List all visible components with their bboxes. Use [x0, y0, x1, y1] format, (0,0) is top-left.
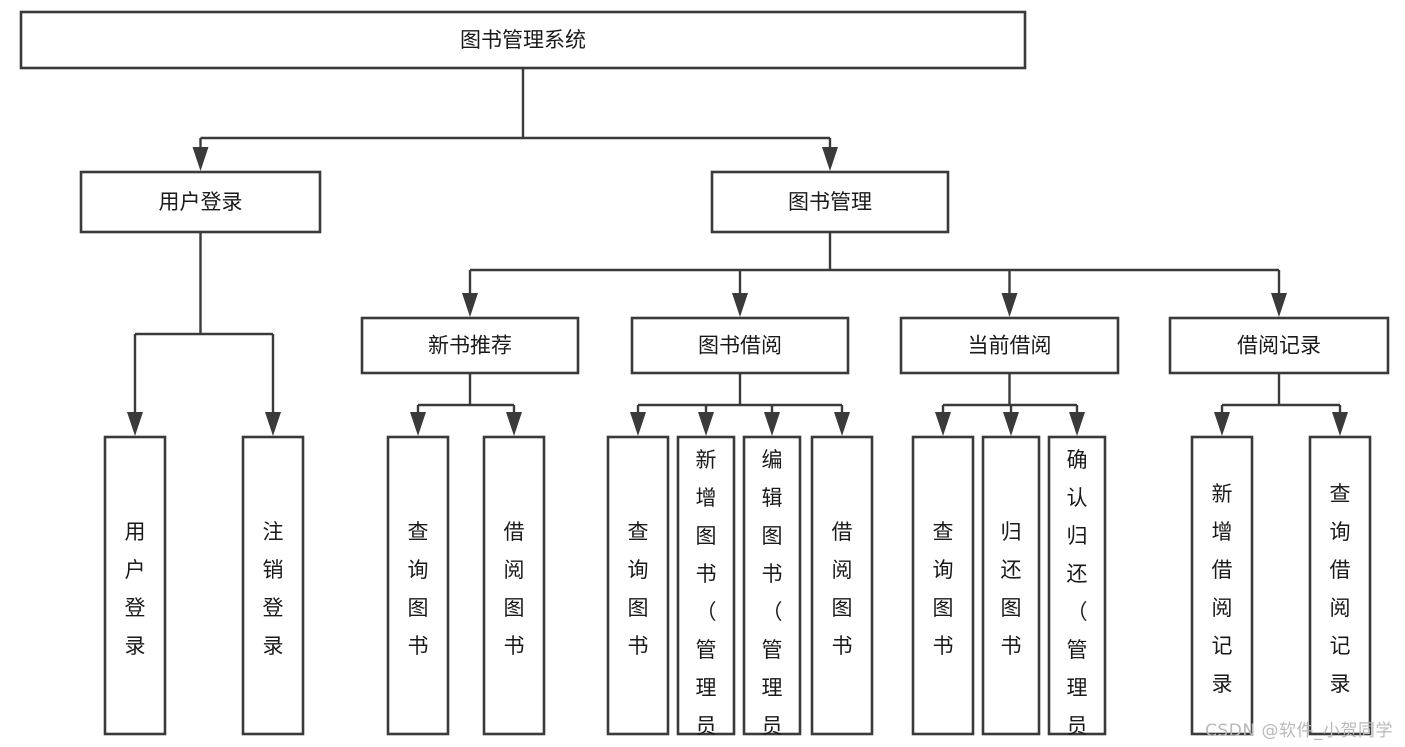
arrowhead-icon	[764, 412, 780, 436]
node-b3[interactable]: 编辑图书（管理员）	[742, 435, 802, 747]
node-box[interactable]	[810, 435, 874, 736]
node-label: 用户登录	[159, 190, 243, 214]
arrowhead-icon	[1003, 412, 1019, 436]
node-box[interactable]	[899, 316, 1120, 375]
arrowhead-icon	[732, 293, 748, 317]
node-label: 图书管理	[788, 190, 872, 214]
node-c3[interactable]: 确认归还（管理员）	[1047, 435, 1107, 747]
arrowhead-icon	[630, 412, 646, 436]
node-l1[interactable]: 用户登录	[103, 435, 167, 736]
node-label: 注销登录	[263, 520, 284, 658]
node-b2[interactable]: 新增图书（管理员）	[676, 435, 736, 747]
node-box[interactable]	[19, 10, 1027, 70]
watermark: CSDN @软件_小贺同学	[1205, 721, 1393, 741]
node-label: 新增图书（管理员）	[696, 448, 717, 747]
node-b4[interactable]: 借阅图书	[810, 435, 874, 736]
node-box[interactable]	[710, 170, 950, 234]
node-label: 借阅图书	[504, 520, 525, 658]
arrowhead-icon	[1332, 412, 1348, 436]
nodes-layer: 图书管理系统用户登录图书管理新书推荐图书借阅当前借阅借阅记录用户登录注销登录查询…	[19, 10, 1390, 747]
node-label: 编辑图书（管理员）	[762, 448, 783, 747]
node-curr[interactable]: 当前借阅	[899, 316, 1120, 375]
node-label: 查询借阅记录	[1330, 482, 1351, 696]
node-box[interactable]	[606, 435, 670, 736]
edges-layer	[127, 68, 1348, 436]
node-box[interactable]	[360, 316, 580, 375]
arrowhead-icon	[127, 412, 143, 436]
node-box[interactable]	[742, 435, 802, 736]
arrowhead-icon	[834, 412, 850, 436]
node-box[interactable]	[1047, 435, 1107, 736]
arrowhead-icon	[822, 147, 838, 171]
node-h2[interactable]: 查询借阅记录	[1308, 435, 1372, 736]
node-h1[interactable]: 新增借阅记录	[1190, 435, 1254, 736]
node-label: 新增借阅记录	[1212, 482, 1233, 696]
node-box[interactable]	[630, 316, 850, 375]
arrowhead-icon	[1271, 293, 1287, 317]
arrowhead-icon	[265, 412, 281, 436]
node-label: 查询图书	[933, 520, 954, 658]
node-n1[interactable]: 查询图书	[386, 435, 450, 736]
node-newrec[interactable]: 新书推荐	[360, 316, 580, 375]
node-label: 新书推荐	[428, 334, 512, 358]
node-label: 当前借阅	[968, 334, 1052, 358]
node-box[interactable]	[241, 435, 305, 736]
node-box[interactable]	[1168, 316, 1390, 375]
node-box[interactable]	[911, 435, 975, 736]
node-label: 查询图书	[408, 520, 429, 658]
edge-group-books	[462, 232, 1287, 317]
edge-group-borrow	[630, 373, 850, 436]
node-c2[interactable]: 归还图书	[981, 435, 1041, 736]
node-hist[interactable]: 借阅记录	[1168, 316, 1390, 375]
node-root[interactable]: 图书管理系统	[19, 10, 1027, 70]
arrowhead-icon	[1214, 412, 1230, 436]
node-c1[interactable]: 查询图书	[911, 435, 975, 736]
arrowhead-icon	[1001, 293, 1018, 317]
node-label: 图书借阅	[698, 334, 782, 358]
arrowhead-icon	[410, 412, 426, 436]
node-label: 借阅记录	[1237, 334, 1321, 358]
node-label: 查询图书	[628, 520, 649, 658]
arrowhead-icon	[935, 412, 951, 436]
node-books[interactable]: 图书管理	[710, 170, 950, 234]
edge-group-login	[127, 232, 281, 436]
edge-group-curr	[935, 373, 1085, 436]
node-label: 用户登录	[125, 520, 146, 658]
arrowhead-icon	[192, 147, 209, 171]
node-n2[interactable]: 借阅图书	[482, 435, 546, 736]
node-borrow[interactable]: 图书借阅	[630, 316, 850, 375]
node-b1[interactable]: 查询图书	[606, 435, 670, 736]
node-l2[interactable]: 注销登录	[241, 435, 305, 736]
arrowhead-icon	[698, 412, 714, 436]
node-box[interactable]	[981, 435, 1041, 736]
node-box[interactable]	[103, 435, 167, 736]
node-label: 图书管理系统	[460, 28, 586, 52]
node-label: 借阅图书	[832, 520, 853, 658]
edge-group-hist	[1214, 373, 1348, 436]
node-box[interactable]	[386, 435, 450, 736]
node-login[interactable]: 用户登录	[79, 170, 322, 234]
arrowhead-icon	[1069, 412, 1085, 436]
node-label: 确认归还（管理员）	[1067, 448, 1088, 747]
arrowhead-icon	[506, 412, 522, 436]
node-box[interactable]	[1308, 435, 1372, 736]
node-box[interactable]	[482, 435, 546, 736]
arrowhead-icon	[462, 293, 478, 317]
node-box[interactable]	[1190, 435, 1254, 736]
node-label: 归还图书	[1001, 520, 1022, 658]
edge-group-root	[192, 68, 838, 171]
node-box[interactable]	[676, 435, 736, 736]
node-box[interactable]	[79, 170, 322, 234]
edge-group-newrec	[410, 373, 522, 436]
